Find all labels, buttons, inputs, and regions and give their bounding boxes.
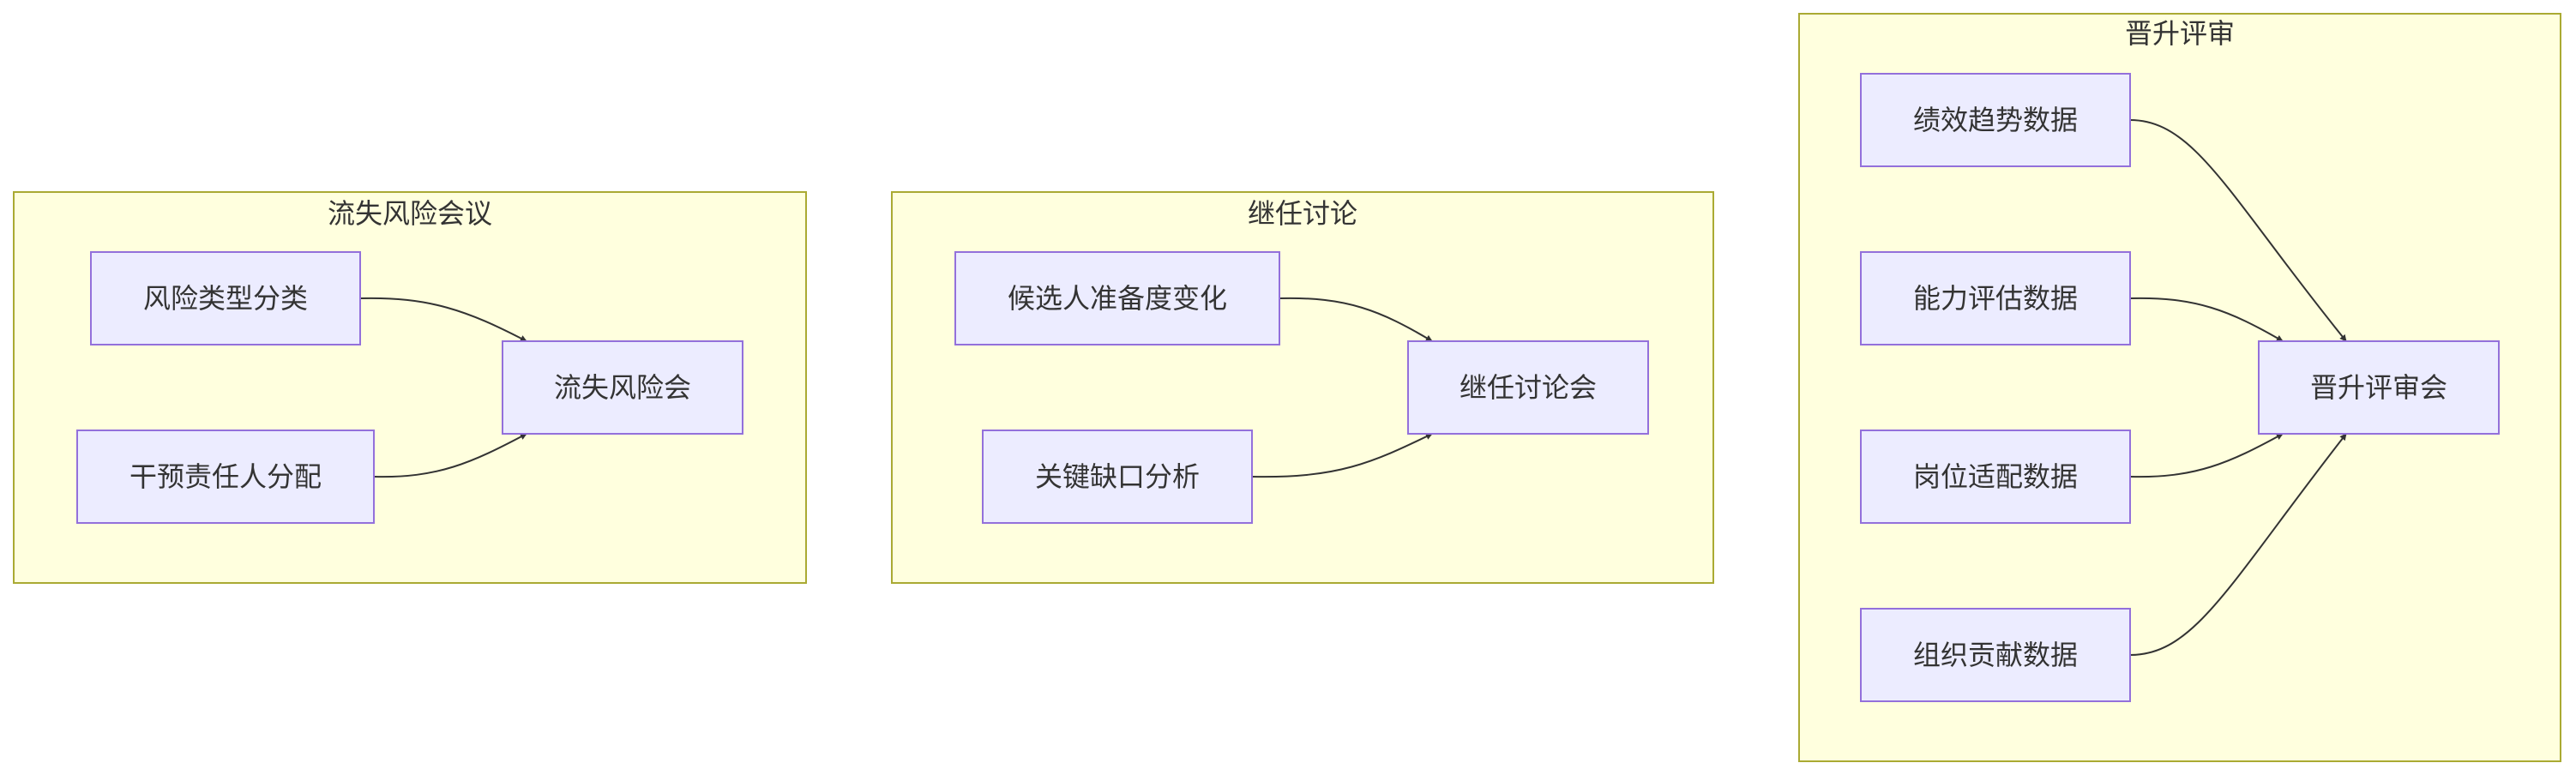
node-role-fit-label: 岗位适配数据 (1913, 460, 2078, 493)
cluster-attrition-risk-title: 流失风险会议 (328, 197, 492, 230)
node-org-contribution-label: 组织贡献数据 (1913, 639, 2078, 671)
edge-risk-type-to-attrition-meeting (359, 297, 527, 342)
edges (359, 119, 2347, 656)
node-risk-type-classification[interactable]: 风险类型分类 (90, 251, 361, 345)
node-promotion-meeting-label: 晋升评审会 (2310, 371, 2447, 404)
node-risk-type-classification-box[interactable] (90, 251, 361, 345)
edge-contrib-to-promotion-meeting (2129, 433, 2347, 656)
node-promotion-meeting[interactable]: 晋升评审会 (2258, 340, 2500, 435)
node-attrition-meeting-box[interactable] (502, 340, 743, 435)
node-candidate-readiness-box[interactable] (954, 251, 1280, 345)
node-key-gap-analysis-box[interactable] (982, 430, 1253, 524)
node-ability-assessment-box[interactable] (1860, 251, 2131, 345)
node-performance-trend[interactable]: 绩效趋势数据 (1860, 73, 2131, 167)
node-key-gap-analysis[interactable]: 关键缺口分析 (982, 430, 1253, 524)
node-succession-meeting-label: 继任讨论会 (1460, 371, 1597, 404)
cluster-promotion-review-title: 晋升评审 (2125, 17, 2235, 50)
edge-perf-to-promotion-meeting (2129, 119, 2347, 342)
node-succession-meeting[interactable]: 继任讨论会 (1407, 340, 1649, 435)
node-intervention-owner-box[interactable] (76, 430, 375, 524)
node-ability-assessment-label: 能力评估数据 (1913, 282, 2078, 315)
node-promotion-meeting-box[interactable] (2258, 340, 2500, 435)
node-key-gap-analysis-label: 关键缺口分析 (1035, 460, 1200, 493)
node-performance-trend-box[interactable] (1860, 73, 2131, 167)
node-intervention-owner-label: 干预责任人分配 (129, 460, 322, 493)
node-intervention-owner[interactable]: 干预责任人分配 (76, 430, 375, 524)
edge-fit-to-promotion-meeting (2129, 433, 2284, 478)
edge-owner-to-attrition-meeting (373, 433, 527, 478)
edge-readiness-to-succession-meeting (1279, 297, 1433, 342)
node-succession-meeting-box[interactable] (1407, 340, 1649, 435)
node-candidate-readiness[interactable]: 候选人准备度变化 (954, 251, 1280, 345)
node-org-contribution-box[interactable] (1860, 608, 2131, 702)
cluster-succession-title: 继任讨论 (1248, 197, 1357, 230)
node-role-fit[interactable]: 岗位适配数据 (1860, 430, 2131, 524)
node-candidate-readiness-label: 候选人准备度变化 (1008, 282, 1227, 315)
node-ability-assessment[interactable]: 能力评估数据 (1860, 251, 2131, 345)
node-org-contribution[interactable]: 组织贡献数据 (1860, 608, 2131, 702)
node-performance-trend-label: 绩效趋势数据 (1913, 104, 2078, 136)
edge-ability-to-promotion-meeting (2129, 297, 2284, 342)
node-role-fit-box[interactable] (1860, 430, 2131, 524)
node-risk-type-classification-label: 风险类型分类 (143, 282, 308, 315)
node-attrition-meeting[interactable]: 流失风险会 (502, 340, 743, 435)
edge-gap-to-succession-meeting (1251, 433, 1433, 478)
node-attrition-meeting-label: 流失风险会 (554, 371, 691, 404)
